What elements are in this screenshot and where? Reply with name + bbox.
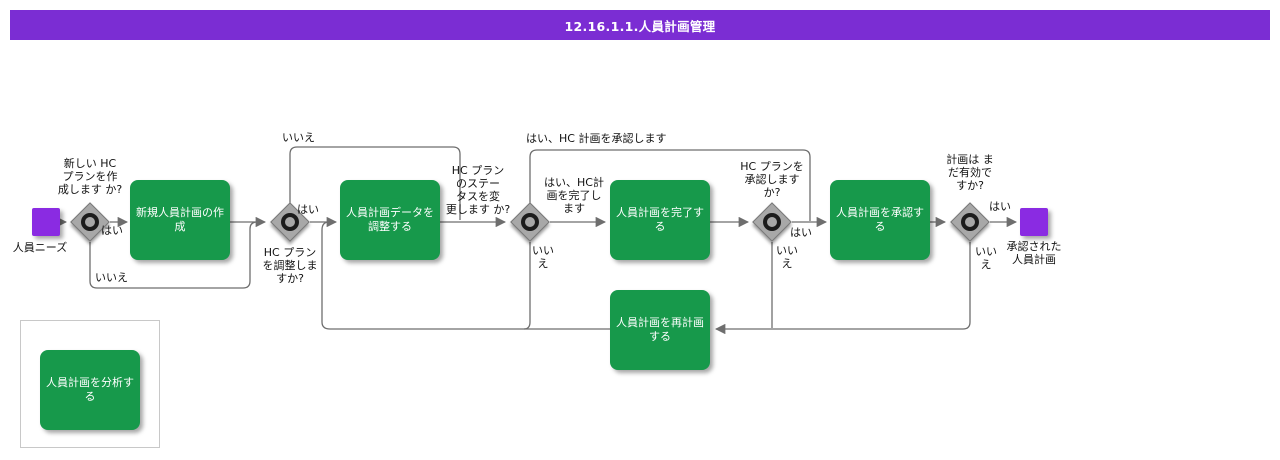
- label-q4-approve-plan: HC プランを 承認します か?: [740, 160, 804, 199]
- label-q4-yes: はい: [790, 226, 812, 239]
- task-label: 人員計画を再計画 する: [616, 316, 704, 343]
- gateway-adjust-plan: [270, 202, 310, 242]
- label-q3-change-status: HC プラン のステー タスを変 更します か?: [445, 164, 511, 216]
- gateway-plan-still-valid: [950, 202, 990, 242]
- task-label: 人員計画を分析す る: [46, 376, 134, 403]
- label-q5-yes: はい: [989, 200, 1011, 213]
- label-q2-no: いいえ: [282, 131, 315, 144]
- task-replan: 人員計画を再計画 する: [610, 290, 710, 370]
- task-adjust-plan-data: 人員計画データを 調整する: [340, 180, 440, 260]
- task-analyze-plan: 人員計画を分析す る: [40, 350, 140, 430]
- label-q1-no: いいえ: [95, 271, 128, 284]
- task-label: 人員計画を完了す る: [616, 206, 704, 233]
- task-create-staffing-plan: 新規人員計画の作 成: [130, 180, 230, 260]
- connector-replan-to-adjust: [321, 221, 610, 330]
- gateway-circle-icon: [281, 213, 299, 231]
- task-label: 人員計画を承認す る: [836, 206, 924, 233]
- label-q2-adjust-plan: HC プラン を調整しま すか?: [262, 246, 318, 285]
- diagram-title-bar: 12.16.1.1.人員計画管理: [10, 10, 1270, 40]
- label-q1-create-new-plan: 新しい HC プランを作 成します か?: [57, 157, 123, 196]
- gateway-circle-icon: [521, 213, 539, 231]
- start-event-label: 人員ニーズ: [12, 241, 68, 254]
- end-event-approved-plan: [1020, 208, 1048, 236]
- task-label: 人員計画データを 調整する: [346, 206, 434, 233]
- connector-gw3-approve-bypass: [529, 149, 811, 221]
- label-q5-plan-valid: 計画は ま だ有効で すか?: [946, 153, 994, 192]
- label-q1-yes: はい: [101, 224, 123, 237]
- label-q4-no: いい え: [776, 244, 798, 270]
- label-q3-no: いい え: [532, 244, 554, 270]
- task-complete-plan: 人員計画を完了す る: [610, 180, 710, 260]
- label-q2-yes: はい: [297, 203, 319, 216]
- label-q3-yes-complete: はい、HC計 画を完了し ます: [544, 176, 604, 215]
- gateway-circle-icon: [81, 213, 99, 231]
- gateway-create-new-plan: [70, 202, 110, 242]
- connector-gw5-no-to-replan: [714, 242, 971, 335]
- gateway-circle-icon: [763, 213, 781, 231]
- label-approve-bypass: はい、HC 計画を承認します: [526, 132, 667, 145]
- start-event-staffing-needs: [32, 208, 60, 236]
- gateway-change-status: [510, 202, 550, 242]
- connector-gw3-no: [523, 242, 531, 330]
- connector-gw1-no-loop: [89, 221, 260, 289]
- task-approve-plan: 人員計画を承認す る: [830, 180, 930, 260]
- gateway-circle-icon: [961, 213, 979, 231]
- connector-gw2-no-bypass: [289, 146, 461, 220]
- task-label: 新規人員計画の作 成: [136, 206, 224, 233]
- end-event-label: 承認された 人員計画: [1006, 240, 1062, 266]
- diagram-title: 12.16.1.1.人員計画管理: [564, 18, 716, 34]
- gateway-approve-plan: [752, 202, 792, 242]
- label-q5-no: いい え: [975, 245, 997, 271]
